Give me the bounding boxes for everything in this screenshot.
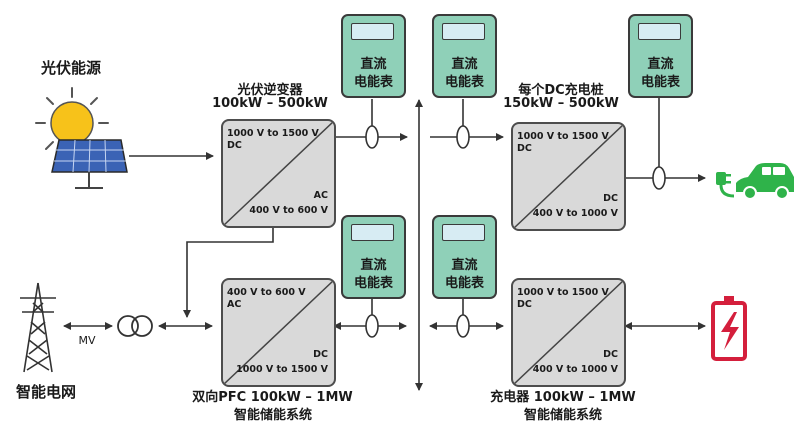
meter-screen (442, 23, 485, 40)
dc-meter-charger-input: 直流 电能表 (432, 14, 497, 98)
pfc-block: 400 V to 600 V AC DC 1000 V to 1500 V (221, 278, 336, 387)
battery-charger-block: 1000 V to 1500 V DC DC 400 V to 1000 V (511, 278, 626, 387)
pfc-top-range: 400 V to 600 V (227, 287, 306, 298)
inverter-power: 100kW – 500kW (212, 96, 328, 111)
battery-icon (711, 296, 747, 361)
mv-label: MV (78, 334, 96, 347)
dc-meter-storage-input: 直流 电能表 (432, 215, 497, 299)
dc-charger-in-type: DC (517, 143, 532, 154)
dc-charger-power: 150kW – 500kW (503, 96, 619, 111)
inverter-in-range: 1000 V to 1500 V (227, 128, 319, 139)
meter-label-line2: 电能表 (353, 75, 393, 90)
dc-meter-ev-output: 直流 电能表 (628, 14, 693, 98)
pfc-caption-sub: 智能储能系统 (233, 408, 312, 423)
meter-screen (351, 23, 394, 40)
dc-meter-inverter-output: 直流 电能表 (341, 14, 406, 98)
meter-label-line1: 直流 (360, 258, 387, 273)
battery-charger-in-type: DC (517, 299, 532, 310)
ev-car-icon (736, 163, 794, 200)
battery-charger-out-type: DC (603, 349, 618, 360)
current-sensor-icon (365, 97, 666, 338)
inverter-out-type: AC (313, 190, 328, 201)
pfc-bottom-type: DC (313, 349, 328, 360)
transmission-tower-icon (20, 282, 56, 373)
meter-screen (351, 224, 394, 241)
diagonal-divider (513, 124, 624, 229)
meter-screen (638, 23, 681, 40)
pv-inverter-block: 1000 V to 1500 V DC AC 400 V to 600 V (221, 119, 336, 228)
meter-label-line1: 直流 (451, 57, 478, 72)
meter-label-line2: 电能表 (444, 75, 484, 90)
battery-charger-caption: 充电器 100kW – 1MW (490, 390, 636, 405)
dc-charger-block: 1000 V to 1500 V DC DC 400 V to 1000 V (511, 122, 626, 231)
battery-charger-out-range: 400 V to 1000 V (532, 364, 618, 375)
plug-icon (716, 172, 735, 198)
inverter-in-type: DC (227, 140, 242, 151)
grid-title: 智能电网 (15, 383, 76, 401)
solar-panel-icon (51, 139, 128, 189)
pfc-caption: 双向PFC 100kW – 1MW (192, 390, 353, 405)
battery-charger-caption-sub: 智能储能系统 (523, 408, 602, 423)
diagonal-divider (513, 280, 624, 385)
dc-charger-out-type: DC (603, 193, 618, 204)
inverter-out-range: 400 V to 600 V (249, 205, 328, 216)
transformer-icon (117, 315, 153, 337)
inverter-title: 光伏逆变器 (237, 83, 303, 98)
meter-label-line1: 直流 (360, 57, 387, 72)
meter-label-line2: 电能表 (640, 75, 680, 90)
meter-label-line2: 电能表 (444, 276, 484, 291)
meter-label-line1: 直流 (451, 258, 478, 273)
dc-charger-title: 每个DC充电桩 (518, 83, 604, 98)
battery-charger-in-range: 1000 V to 1500 V (517, 287, 609, 298)
pfc-bottom-range: 1000 V to 1500 V (236, 364, 328, 375)
diagonal-divider (223, 280, 334, 385)
meter-label-line1: 直流 (647, 57, 674, 72)
dc-charger-out-range: 400 V to 1000 V (532, 208, 618, 219)
meter-label-line2: 电能表 (353, 276, 393, 291)
diagonal-divider (223, 121, 334, 226)
pv-title: 光伏能源 (40, 59, 101, 77)
meter-screen (442, 224, 485, 241)
pfc-top-type: AC (227, 299, 242, 310)
dc-charger-in-range: 1000 V to 1500 V (517, 131, 609, 142)
dc-meter-pfc-output: 直流 电能表 (341, 215, 406, 299)
